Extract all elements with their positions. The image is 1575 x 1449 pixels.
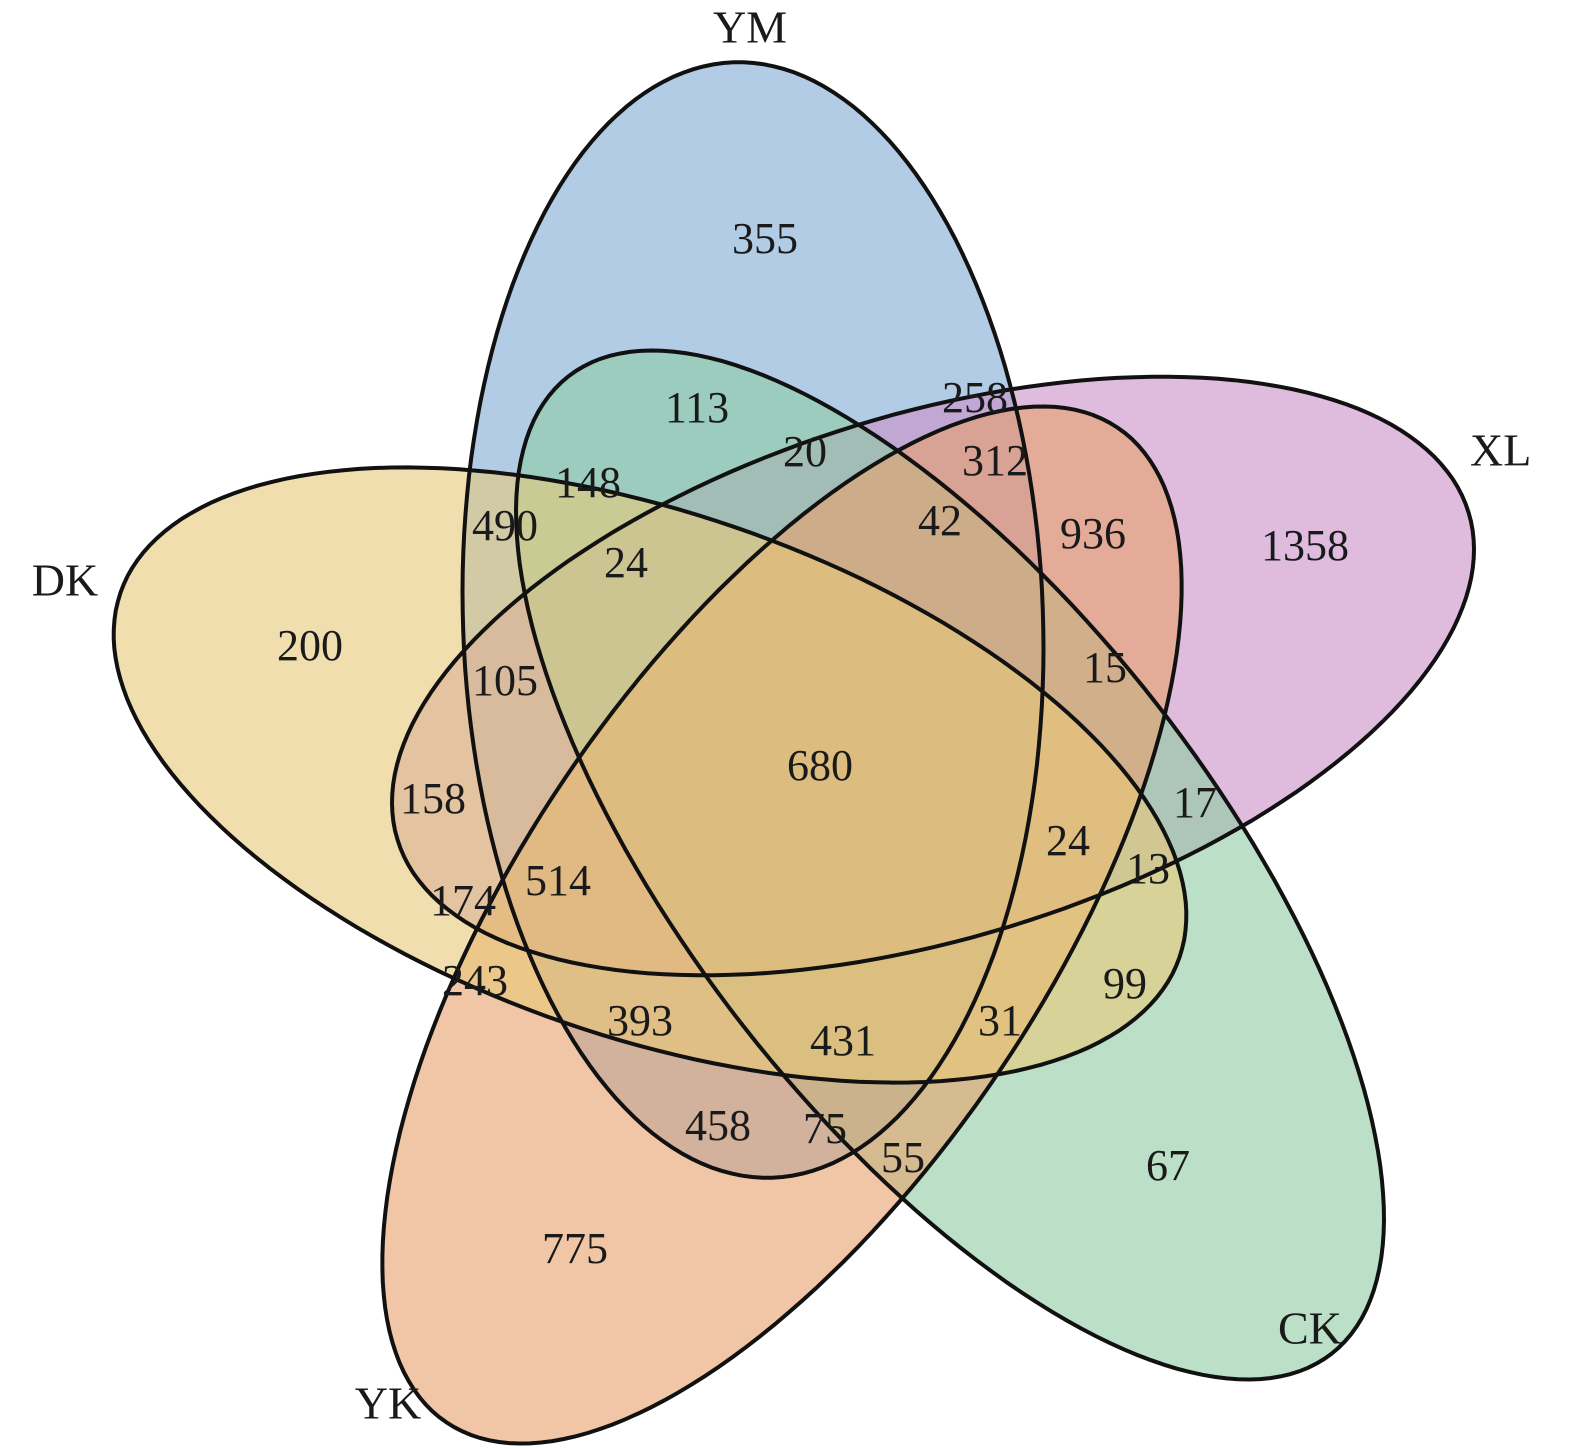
region-count: 17 <box>1173 778 1217 827</box>
region-count: 42 <box>918 496 962 545</box>
region-count: 312 <box>962 436 1028 485</box>
set-outline-yk <box>380 404 1184 1446</box>
region-count: 113 <box>665 383 729 432</box>
region-count: 243 <box>442 956 508 1005</box>
set-label-xl: XL <box>1470 425 1531 476</box>
set-outline-dk <box>111 465 1189 1085</box>
set-label-ck: CK <box>1278 1303 1342 1354</box>
region-count: 514 <box>525 856 591 905</box>
region-count: 355 <box>732 214 798 263</box>
region-count: 15 <box>1083 643 1127 692</box>
region-count: 13 <box>1126 844 1170 893</box>
region-count: 200 <box>277 621 343 670</box>
set-outline-ck <box>513 348 1387 1382</box>
region-count: 680 <box>787 741 853 790</box>
region-count: 1358 <box>1261 521 1349 570</box>
region-count: 67 <box>1146 1141 1190 1190</box>
region-count: 55 <box>881 1133 925 1182</box>
region-count: 158 <box>400 774 466 823</box>
region-count: 490 <box>472 501 538 550</box>
region-count: 258 <box>942 373 1008 422</box>
region-count: 936 <box>1060 509 1126 558</box>
region-count: 24 <box>1046 816 1090 865</box>
set-label-yk: YK <box>355 1378 421 1429</box>
region-count: 174 <box>430 876 496 925</box>
set-label-ym: YM <box>713 2 787 53</box>
region-count: 99 <box>1103 959 1147 1008</box>
set-outline-xl <box>389 374 1477 978</box>
region-count: 458 <box>685 1101 751 1150</box>
set-outline-ym <box>460 60 1046 1180</box>
region-count: 105 <box>472 656 538 705</box>
region-count: 775 <box>542 1224 608 1273</box>
region-count: 393 <box>607 996 673 1045</box>
region-count: 24 <box>604 538 648 587</box>
region-count: 75 <box>803 1104 847 1153</box>
region-count: 31 <box>978 996 1022 1045</box>
set-ellipse-dk <box>113 467 1187 1083</box>
region-count: 20 <box>783 427 827 476</box>
region-count: 431 <box>810 1016 876 1065</box>
region-count: 148 <box>555 458 621 507</box>
set-label-dk: DK <box>32 555 98 606</box>
